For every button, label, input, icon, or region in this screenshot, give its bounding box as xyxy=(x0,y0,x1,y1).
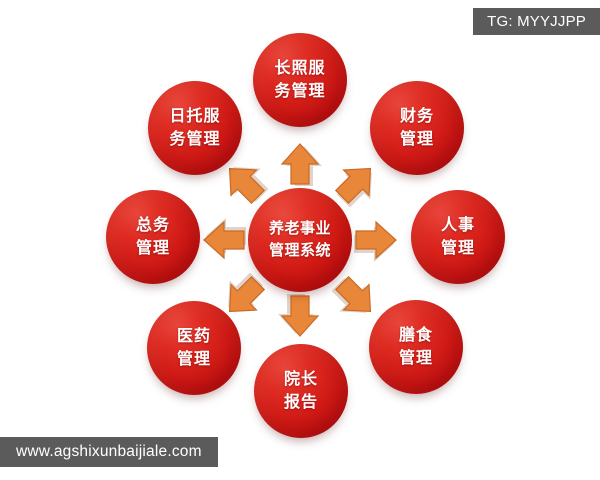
node-zongwu-guanli[interactable]: 总务 管理 xyxy=(106,190,200,284)
node-label-line1: 长照服 xyxy=(274,58,326,78)
node-label-line2: 管理 xyxy=(399,129,434,148)
node-label-line1: 膳食 xyxy=(398,325,433,345)
node-label-line1: 院长 xyxy=(283,369,318,389)
arrow-down-left-icon xyxy=(221,272,266,320)
arrow-up-right-icon xyxy=(334,160,379,208)
node-caiwu-guanli[interactable]: 财务 管理 xyxy=(370,81,464,175)
node-ritou-fuwu-guanli[interactable]: 日托服 务管理 xyxy=(148,81,242,175)
node-label-line2: 管理 xyxy=(440,238,475,257)
node-label-line1: 财务 xyxy=(399,106,434,126)
node-shanshi-guanli[interactable]: 膳食 管理 xyxy=(369,300,463,394)
node-label-line2: 报告 xyxy=(283,392,318,411)
node-label-line2: 管理 xyxy=(135,238,170,257)
node-label-line2: 务管理 xyxy=(274,81,326,100)
arrow-right-icon xyxy=(354,218,399,262)
arrow-left-icon xyxy=(201,218,246,262)
node-label-line1: 医药 xyxy=(176,326,211,346)
arrow-up-left-icon xyxy=(221,160,269,205)
watermark-bottom-left: www.agshixunbaijiale.com xyxy=(0,437,218,467)
node-yiyao-guanli[interactable]: 医药 管理 xyxy=(147,301,241,395)
center-node[interactable]: 养老事业 管理系统 xyxy=(248,188,352,292)
node-label-line2: 管理 xyxy=(176,349,211,368)
node-label-line1: 人事 xyxy=(440,215,475,235)
arrow-down-right-icon xyxy=(331,275,379,320)
node-label-line1: 总务 xyxy=(135,215,170,235)
center-node-line2: 管理系统 xyxy=(268,241,331,259)
node-renshi-guanli[interactable]: 人事 管理 xyxy=(411,190,505,284)
center-node-line1: 养老事业 xyxy=(268,219,331,238)
node-label-line2: 务管理 xyxy=(169,129,221,148)
node-label-line1: 日托服 xyxy=(169,106,221,126)
arrow-down-icon xyxy=(278,294,322,339)
node-changzhao-fuwu-guanli[interactable]: 长照服 务管理 xyxy=(253,33,347,127)
watermark-top-right: TG: MYYJJPP xyxy=(473,8,600,35)
node-yuanzhang-baogao[interactable]: 院长 报告 xyxy=(254,344,348,438)
arrow-up-icon xyxy=(278,141,322,186)
node-label-line2: 管理 xyxy=(398,348,433,367)
